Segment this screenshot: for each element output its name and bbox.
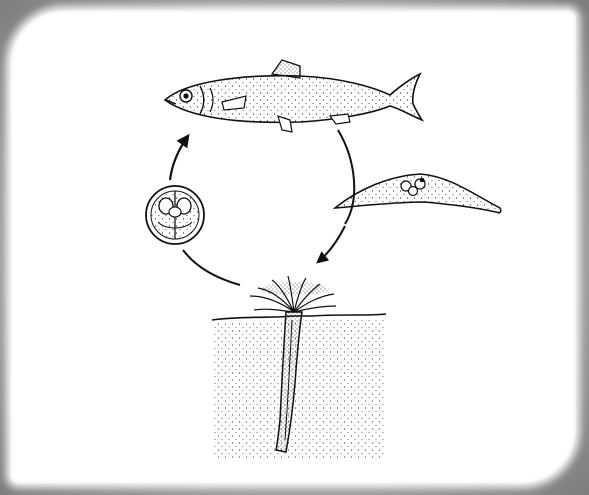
arrow-fish-to-worm (338, 130, 354, 224)
arrow-worm-to-spore (183, 250, 240, 285)
fish-illustration (165, 60, 422, 132)
diagram-card (10, 10, 576, 484)
spore-illustration (146, 186, 204, 244)
arrow-spore-to-fish (170, 136, 188, 180)
arrow-to-worm (318, 226, 345, 262)
life-cycle-diagram (10, 10, 576, 484)
sporoplasm-illustration (335, 174, 501, 213)
